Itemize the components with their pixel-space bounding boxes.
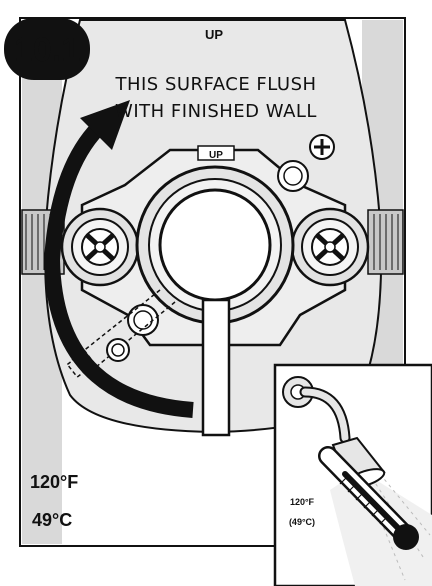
cartridge	[135, 165, 295, 325]
thermometer-icon	[318, 446, 419, 550]
up-label-cartridge: UP	[209, 150, 223, 161]
phillips-screw-icon	[309, 134, 335, 160]
up-label-top: UP	[205, 27, 223, 42]
pipe-right	[367, 209, 404, 275]
stop-valve-left	[60, 207, 140, 287]
stop-valve-right	[290, 207, 370, 287]
inset-panel	[273, 363, 432, 586]
temperature-celsius: 49°C	[32, 510, 72, 530]
step-badge	[4, 18, 90, 80]
surface-text-line1: THIS SURFACE FLUSH	[114, 74, 316, 95]
limit-stop-ring	[106, 338, 130, 362]
temperature-fahrenheit: 120°F	[30, 472, 78, 492]
surface-text-line2: WITH FINISHED WALL	[115, 101, 317, 122]
rotate-clockwise-arrow-icon	[43, 100, 194, 418]
inset-temperature-fahrenheit: 120°F	[290, 497, 315, 507]
inset-temperature-celsius: (49°C)	[289, 517, 315, 527]
cartridge-up-tab	[197, 145, 235, 161]
port-upper-right	[277, 160, 309, 192]
handle-stem	[201, 298, 231, 437]
port-lower-left	[127, 304, 159, 336]
step-number: 10.1	[14, 31, 80, 69]
